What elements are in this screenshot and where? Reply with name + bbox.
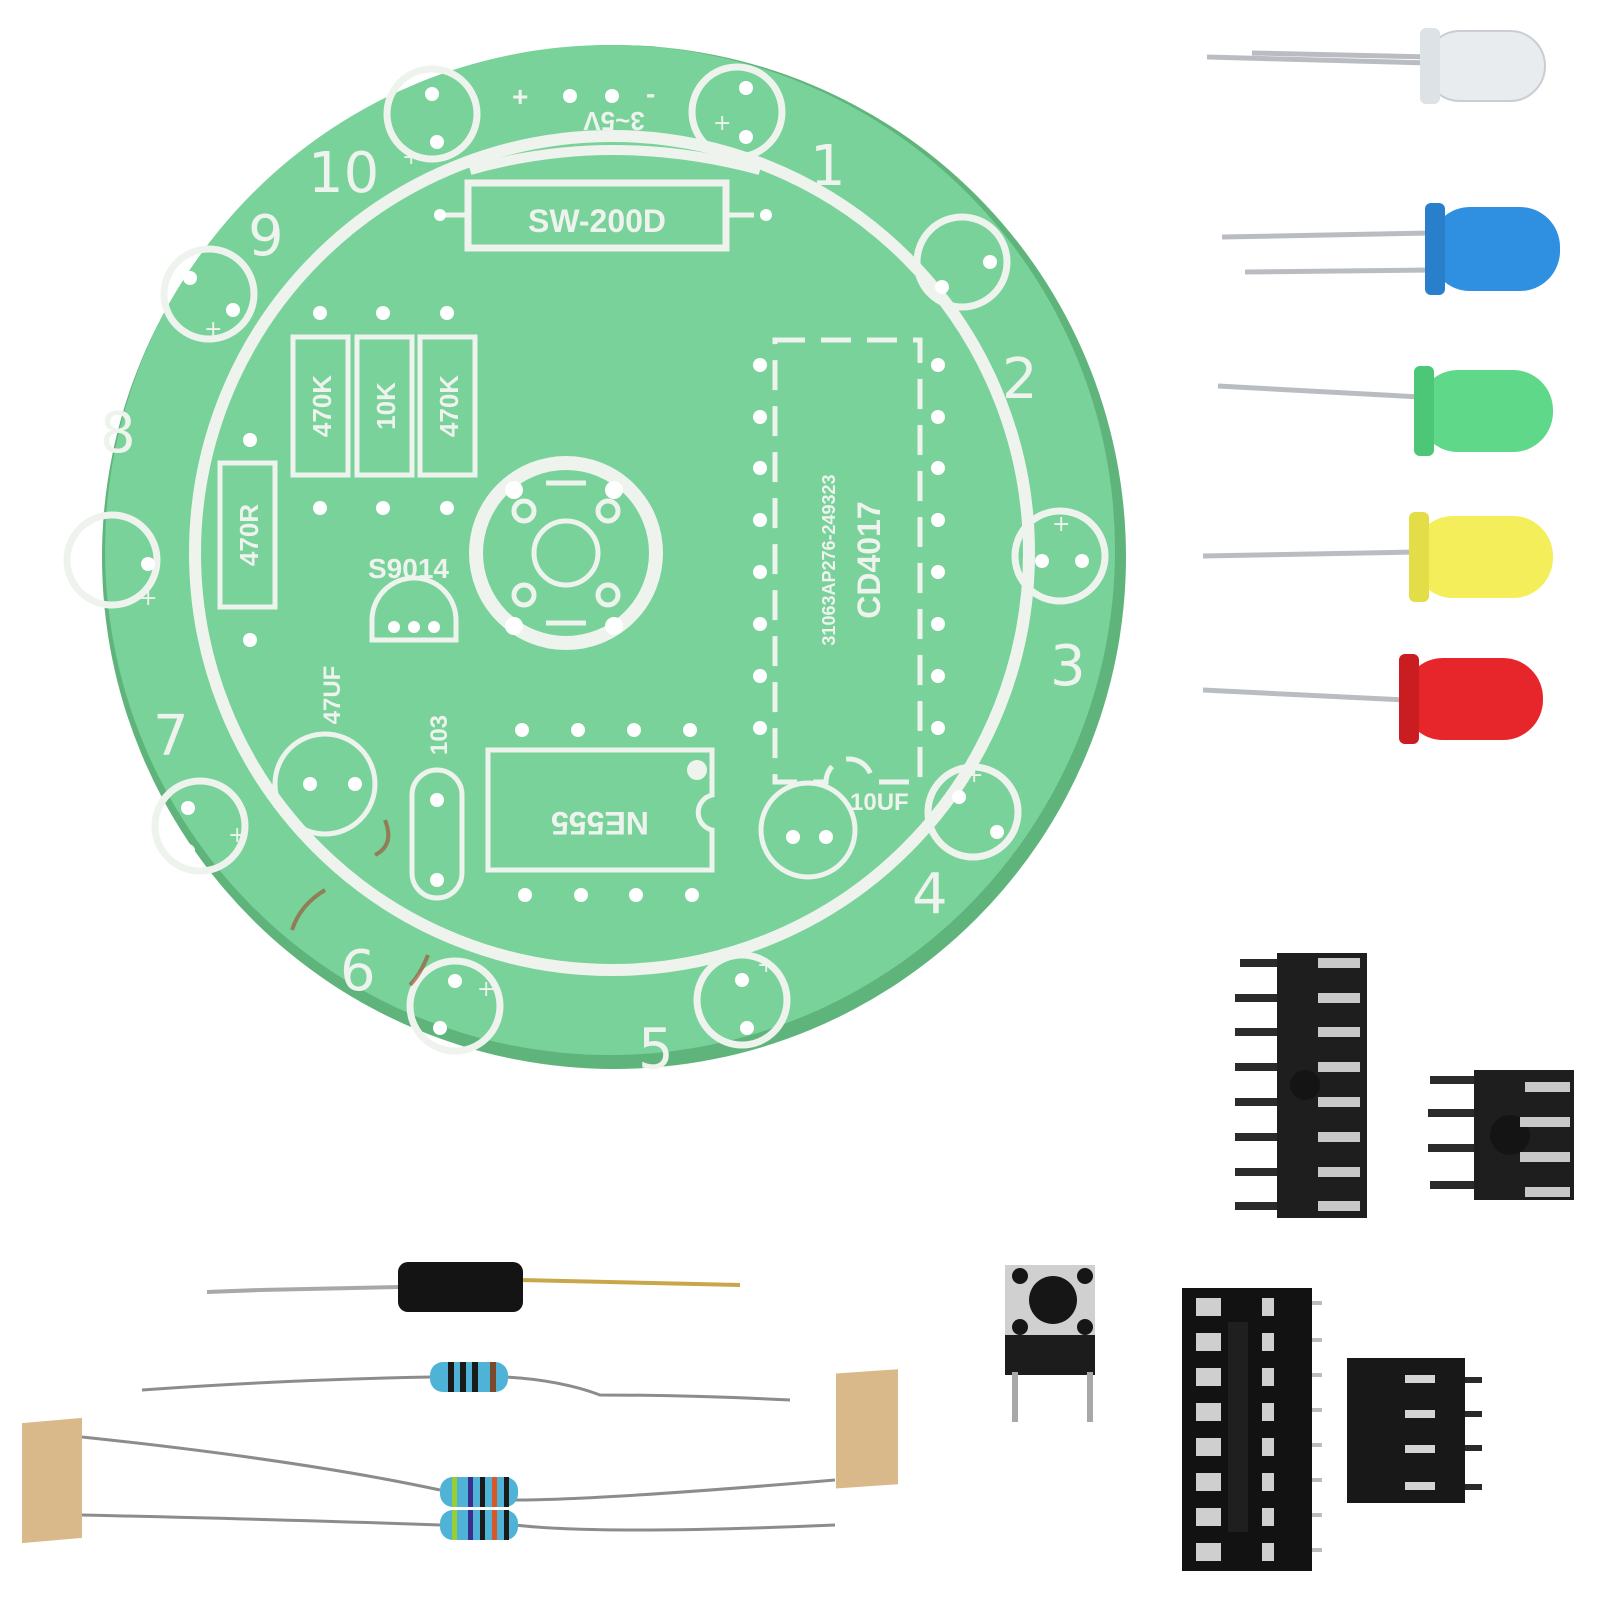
ic-socket-8pin [1347, 1358, 1482, 1503]
svg-text:+: + [713, 111, 731, 136]
cd4017-footprint: 31063AP276-249323 CD4017 [753, 337, 945, 785]
svg-text:+: + [139, 586, 157, 611]
tact-switch [1005, 1265, 1095, 1422]
resistor-footprints: 470K 10K 470K 470R [217, 306, 478, 647]
svg-text:+: + [402, 145, 420, 170]
svg-text:10: 10 [308, 141, 379, 206]
led-pad-positions: + + + + + + + + + [63, 63, 1109, 1055]
svg-text:+: + [757, 953, 775, 978]
pcb-board: + + + + + + + + + 1 2 3 4 5 6 7 8 9 10 + [63, 45, 1126, 1082]
svg-text:470K: 470K [434, 375, 464, 437]
svg-text:3: 3 [1050, 634, 1086, 699]
led-blue [1221, 203, 1560, 295]
svg-text:5: 5 [638, 1017, 674, 1082]
tilt-switch-component [206, 1262, 741, 1312]
capacitor-footprints: 47UF 103 10UF [272, 666, 909, 901]
tilt-switch-footprint: SW-200D [434, 179, 772, 252]
led-yellow [1202, 512, 1553, 602]
svg-text:SW-200D: SW-200D [528, 203, 666, 239]
svg-text:1: 1 [810, 134, 846, 199]
svg-text:-: - [646, 78, 655, 109]
svg-text:10K: 10K [371, 382, 401, 430]
svg-text:470K: 470K [307, 375, 337, 437]
svg-text:8: 8 [100, 401, 136, 466]
svg-text:+: + [477, 977, 495, 1002]
svg-text:4: 4 [912, 862, 948, 927]
svg-text:9: 9 [248, 204, 284, 269]
svg-text:470R: 470R [234, 504, 264, 566]
svg-text:+: + [1052, 512, 1070, 537]
ic-8pin [1428, 1070, 1574, 1200]
svg-text:2: 2 [1002, 347, 1038, 412]
led-clear [1206, 28, 1546, 104]
ic-socket-16pin [1182, 1288, 1322, 1571]
svg-text:47UF: 47UF [319, 666, 346, 725]
led-green [1217, 366, 1553, 456]
push-button-footprint [469, 456, 663, 650]
svg-text:CD4017: CD4017 [851, 501, 887, 618]
led-red [1202, 654, 1543, 744]
transistor-footprint: S9014 [368, 553, 459, 643]
svg-text:6: 6 [340, 939, 376, 1004]
svg-text:+: + [512, 81, 528, 112]
svg-text:+: + [965, 763, 983, 788]
ic-16pin [1235, 953, 1367, 1218]
led-position-numbers: 1 2 3 4 5 6 7 8 9 10 [100, 134, 1086, 1082]
resistor-components [22, 1362, 898, 1544]
led-components [1202, 28, 1560, 744]
svg-text:7: 7 [153, 704, 189, 769]
svg-text:NE555: NE555 [551, 805, 649, 841]
power-input-pads: + - 3~5V [512, 78, 655, 136]
svg-text:31063AP276-249323: 31063AP276-249323 [819, 474, 839, 645]
svg-text:+: + [204, 317, 222, 342]
svg-text:3~5V: 3~5V [583, 106, 645, 136]
svg-text:103: 103 [426, 715, 453, 755]
svg-text:10UF: 10UF [850, 789, 909, 816]
ne555-footprint: NE555 [485, 723, 715, 902]
svg-text:+: + [228, 823, 246, 848]
